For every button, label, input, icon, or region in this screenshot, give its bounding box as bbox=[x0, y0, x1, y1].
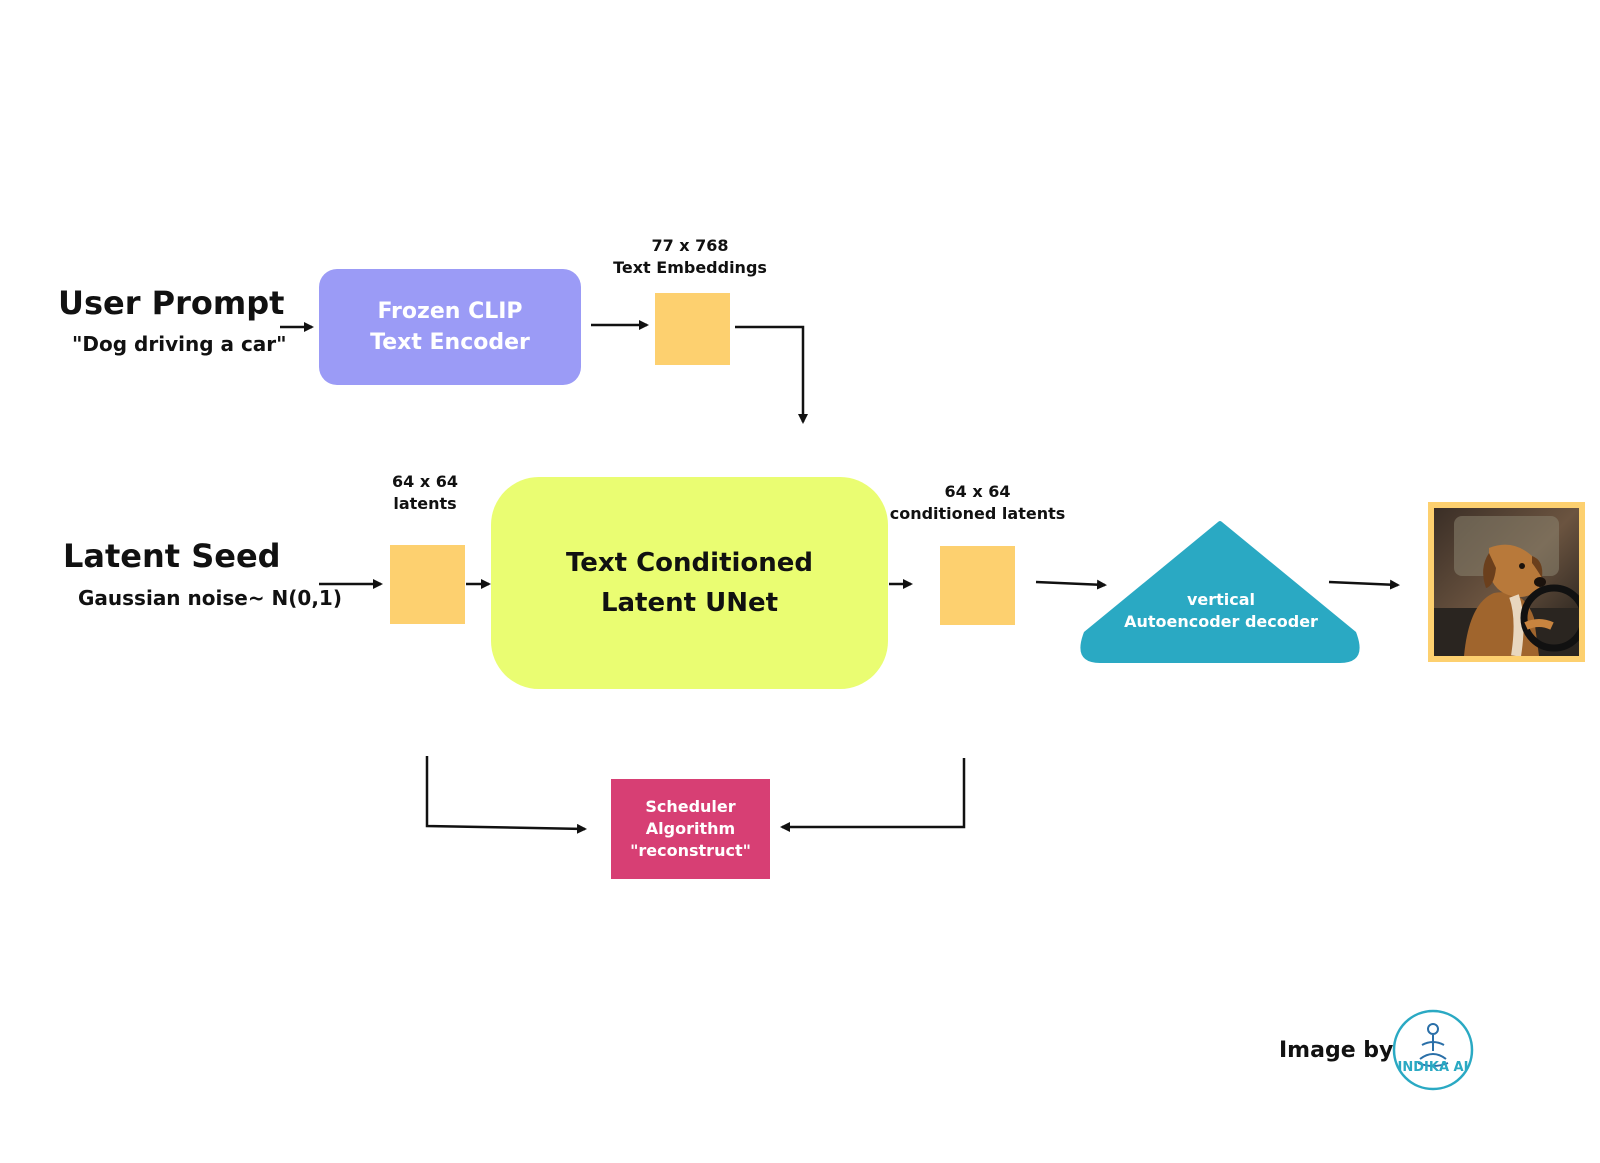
user-prompt-text: "Dog driving a car" bbox=[72, 332, 287, 356]
scheduler-line2: Algorithm bbox=[645, 819, 736, 838]
decoder-line1: vertical bbox=[1186, 590, 1256, 609]
input-latents-name: latents bbox=[393, 494, 457, 513]
arrow-conditioned-to-scheduler bbox=[780, 758, 966, 832]
scheduler-line3: "reconstruct" bbox=[630, 841, 751, 860]
scheduler-box: Scheduler Algorithm "reconstruct" bbox=[611, 779, 770, 879]
clip-encoder-box: Frozen CLIP Text Encoder bbox=[319, 269, 581, 385]
latent-seed-title: Latent Seed bbox=[63, 537, 281, 575]
scheduler-line1: Scheduler bbox=[645, 797, 736, 816]
decoder-line2: Autoencoder decoder bbox=[1124, 612, 1318, 631]
text-embeddings-label: 77 x 768 Text Embeddings bbox=[600, 235, 780, 279]
credit-text: Image by bbox=[1279, 1038, 1394, 1063]
clip-encoder-line2: Text Encoder bbox=[370, 330, 530, 355]
text-embeddings-name: Text Embeddings bbox=[613, 258, 767, 277]
latent-seed-text: Gaussian noise~ N(0,1) bbox=[78, 586, 342, 610]
arrow-embeddings-to-unet bbox=[735, 325, 808, 424]
logo-text: INDIKA AI bbox=[1397, 1060, 1469, 1075]
dog-in-car-photo bbox=[1434, 508, 1579, 656]
decoder-label: vertical Autoencoder decoder bbox=[1110, 589, 1332, 633]
unet-box: Text Conditioned Latent UNet bbox=[491, 477, 888, 689]
conditioned-latents-dims: 64 x 64 bbox=[944, 482, 1011, 501]
arrow-decoder-to-image bbox=[1328, 579, 1400, 590]
input-latents-label: 64 x 64 latents bbox=[370, 471, 480, 515]
meditating-figure-logo: INDIKA AI bbox=[1392, 1009, 1474, 1091]
conditioned-latents-label: 64 x 64 conditioned latents bbox=[880, 481, 1075, 525]
decoder-shape bbox=[1080, 521, 1360, 663]
conditioned-latents-square bbox=[940, 546, 1015, 625]
input-latents-square bbox=[390, 545, 465, 624]
unet-line2: Latent UNet bbox=[600, 588, 779, 618]
clip-encoder-line1: Frozen CLIP bbox=[377, 299, 523, 324]
unet-line1: Text Conditioned bbox=[565, 548, 814, 578]
arrow-conditioned-to-decoder bbox=[1035, 579, 1107, 590]
text-embeddings-square bbox=[655, 293, 730, 365]
conditioned-latents-name: conditioned latents bbox=[889, 504, 1066, 523]
text-embeddings-dims: 77 x 768 bbox=[651, 236, 729, 255]
input-latents-dims: 64 x 64 bbox=[392, 472, 458, 491]
arrow-latents-to-scheduler bbox=[425, 756, 587, 834]
output-image-frame bbox=[1428, 502, 1585, 662]
user-prompt-title: User Prompt bbox=[58, 284, 285, 322]
